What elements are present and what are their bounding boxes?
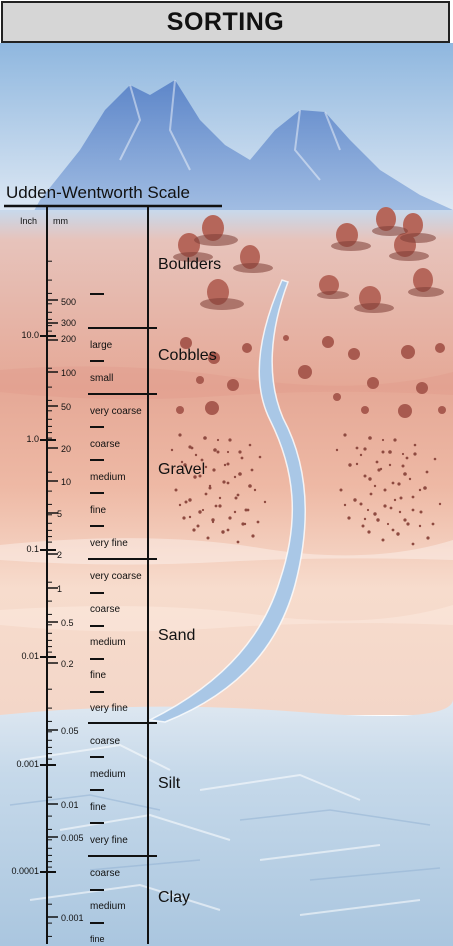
mm-label-0-05: 0.05: [61, 727, 79, 736]
clay-fine-label: fine: [90, 935, 105, 944]
gravel-very-coarse-label: very coarse: [90, 407, 142, 417]
class-sand: Sand: [158, 628, 195, 644]
mm-label-0-2: 0.2: [61, 660, 74, 669]
gravel-dash-4: [90, 525, 104, 527]
clay-coarse-label: coarse: [90, 869, 120, 879]
mm-label-500: 500: [61, 298, 76, 307]
gravel-medium-label: medium: [90, 473, 126, 483]
mm-label-200: 200: [61, 335, 76, 344]
scale-title: Udden-Wentworth Scale: [6, 183, 190, 203]
sand-very-fine-label: very fine: [90, 704, 128, 714]
silt-fine-label: fine: [90, 803, 106, 813]
sand-medium-label: medium: [90, 638, 126, 648]
sand-dash-3: [90, 658, 104, 660]
silt-coarse-label: coarse: [90, 737, 120, 747]
mm-label-0-01: 0.01: [61, 801, 79, 810]
silt-dash-3: [90, 822, 104, 824]
inch-column-header: Inch: [20, 216, 37, 226]
page-title: SORTING: [167, 8, 284, 37]
class-clay: Clay: [158, 890, 190, 906]
sand-dash-4: [90, 691, 104, 693]
class-cobbles: Cobbles: [158, 348, 217, 364]
inch-label-0-001: 0.001: [16, 760, 39, 769]
mm-label-100: 100: [61, 369, 76, 378]
mm-label-0-001: 0.001: [61, 914, 84, 923]
mm-label-5: 5: [57, 510, 62, 519]
sand-dash-2: [90, 625, 104, 627]
silt-medium-label: medium: [90, 770, 126, 780]
sand-dash-1: [90, 592, 104, 594]
inch-label-0-1: 0.1: [26, 545, 39, 554]
class-boulders: Boulders: [158, 257, 221, 273]
inch-label-0-0001: 0.0001: [11, 867, 39, 876]
inch-label-0-01: 0.01: [21, 652, 39, 661]
silt-dash-1: [90, 756, 104, 758]
silt-dash-2: [90, 789, 104, 791]
gravel-very-fine-label: very fine: [90, 539, 128, 549]
silt-very-fine-label: very fine: [90, 836, 128, 846]
gravel-dash-3: [90, 492, 104, 494]
mm-label-0-005: 0.005: [61, 834, 84, 843]
inch-label-1: 1.0: [26, 435, 39, 444]
clay-dash-2: [90, 922, 104, 924]
boulders-dash: [90, 293, 104, 295]
mm-label-0-5: 0.5: [61, 619, 74, 628]
water-area: [0, 700, 453, 946]
mm-label-2: 2: [57, 551, 62, 560]
sand-fine-label: fine: [90, 671, 106, 681]
mm-label-1: 1: [57, 585, 62, 594]
inch-label-10: 10.0: [21, 331, 39, 340]
mm-label-50: 50: [61, 403, 71, 412]
class-gravel: Gravel: [158, 462, 205, 478]
clay-medium-label: medium: [90, 902, 126, 912]
gravel-coarse-label: coarse: [90, 440, 120, 450]
gravel-dash-2: [90, 459, 104, 461]
class-silt: Silt: [158, 776, 180, 792]
sand-very-coarse-label: very coarse: [90, 572, 142, 582]
clay-dash-1: [90, 889, 104, 891]
gravel-fine-label: fine: [90, 506, 106, 516]
mm-label-20: 20: [61, 445, 71, 454]
title-bar: SORTING: [1, 1, 450, 43]
mm-label-10: 10: [61, 478, 71, 487]
cobbles-small-label: small: [90, 374, 113, 384]
mm-column-header: mm: [53, 216, 68, 226]
mm-label-300: 300: [61, 319, 76, 328]
sand-coarse-label: coarse: [90, 605, 120, 615]
cobbles-large-label: large: [90, 341, 112, 351]
cobbles-dash: [90, 360, 104, 362]
gravel-dash-1: [90, 426, 104, 428]
